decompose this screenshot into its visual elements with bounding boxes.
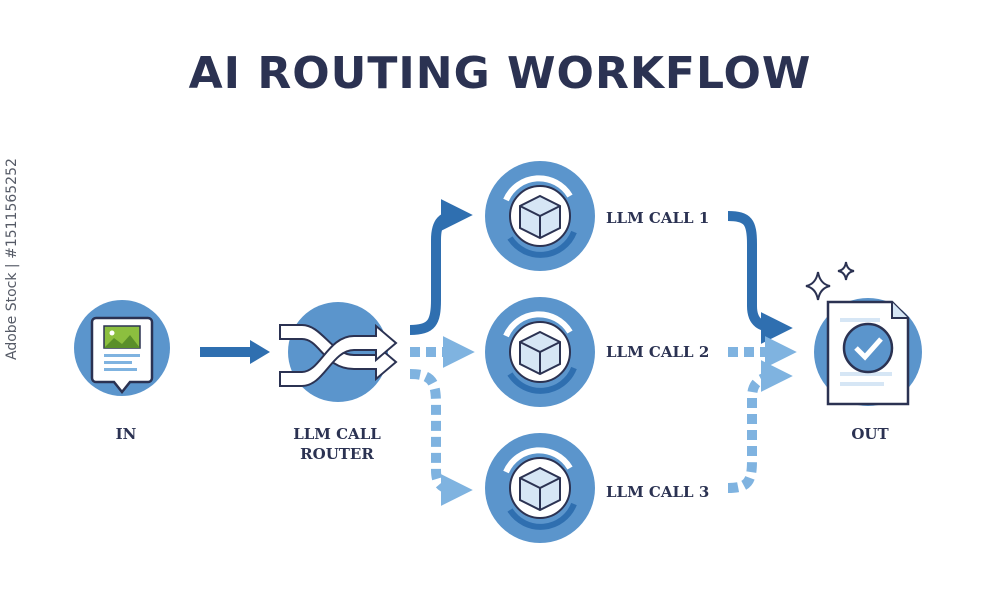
router-to-call3-arrow <box>409 369 473 506</box>
checkmark-icon <box>854 337 883 361</box>
llm-call-1-label: LLM CALL 1 <box>606 209 710 227</box>
out-label: OUT <box>851 425 889 443</box>
router-label-line1: LLM CALL <box>293 425 381 443</box>
cube-icon <box>519 194 561 240</box>
in-label: IN <box>115 425 137 443</box>
refresh-arc-icon <box>503 311 573 338</box>
cube-icon <box>519 330 561 376</box>
cube-icon <box>519 466 561 512</box>
out-node <box>805 261 922 406</box>
input-document-icon <box>90 316 154 395</box>
refresh-arc-icon <box>503 175 573 202</box>
router-to-call1-arrow <box>409 199 473 335</box>
llm-call-3-label: LLM CALL 3 <box>606 483 710 501</box>
call3-to-out-arrow <box>727 360 793 493</box>
llm-call-1-node <box>485 161 595 271</box>
router-node <box>279 302 398 402</box>
llm-call-2-label: LLM CALL 2 <box>606 343 710 361</box>
in-to-router-arrow <box>200 340 270 364</box>
llm-call-3-node <box>485 433 595 543</box>
output-document-icon <box>826 300 910 406</box>
refresh-arc-icon <box>503 447 573 474</box>
router-label-line2: ROUTER <box>300 445 374 463</box>
page-title: AI ROUTING WORKFLOW <box>188 48 812 99</box>
llm-call-2-node <box>485 297 595 407</box>
sparkle-icon <box>805 261 855 301</box>
stock-watermark: Adobe Stock | #1511565252 <box>4 158 20 360</box>
router-label: LLM CALL ROUTER <box>272 424 402 464</box>
call1-to-out-arrow <box>727 211 793 344</box>
in-node <box>74 300 170 396</box>
shuffle-icon <box>279 323 398 387</box>
